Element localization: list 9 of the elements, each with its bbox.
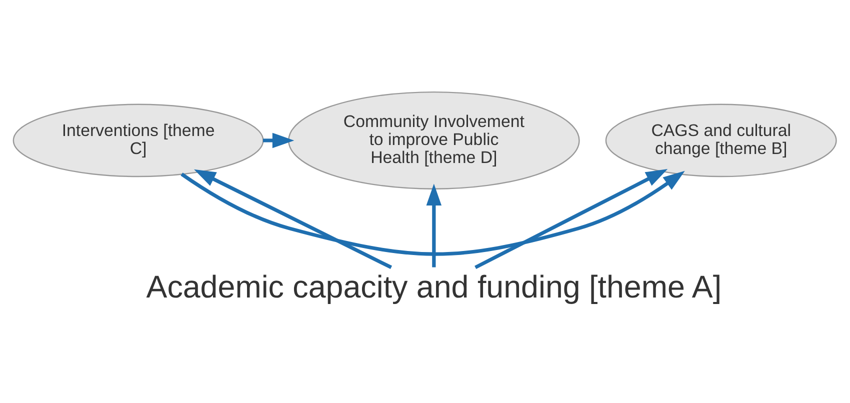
arrow <box>180 170 685 256</box>
arrow <box>263 132 294 148</box>
node-ellipse: Interventions [theme C] <box>12 103 264 177</box>
node-text: Academic capacity and funding [theme A] <box>146 268 722 304</box>
node-ellipse: Community Involvement to improve Public Health [theme D] <box>288 90 580 189</box>
arrow <box>474 168 668 269</box>
arrow <box>426 183 442 267</box>
node-ellipse: CAGS and cultural change [theme B] <box>605 103 837 177</box>
arrow <box>194 168 392 269</box>
